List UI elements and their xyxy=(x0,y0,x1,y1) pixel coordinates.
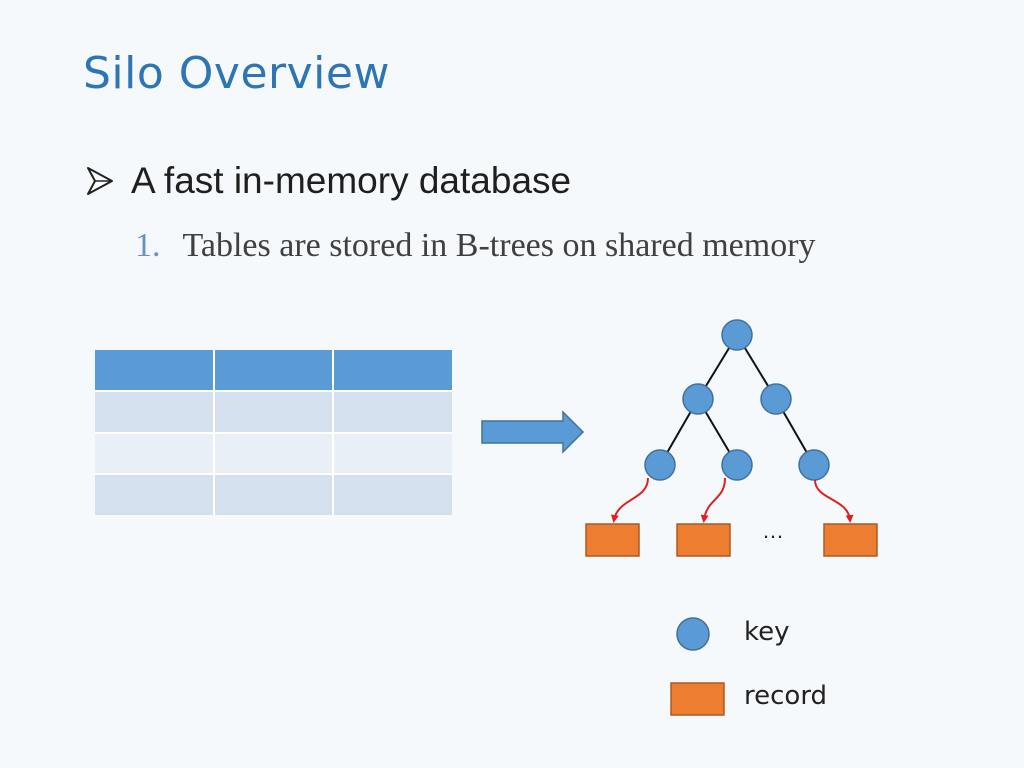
item-number: 1. xyxy=(135,227,161,264)
table-cell xyxy=(95,475,213,515)
key-node xyxy=(721,319,753,351)
ellipsis: … xyxy=(762,518,784,543)
key-node xyxy=(682,383,714,415)
table-cell xyxy=(95,391,213,432)
key-node xyxy=(644,449,676,481)
table-cell xyxy=(334,391,452,432)
right-arrow-icon xyxy=(481,410,585,454)
record-box xyxy=(676,523,731,557)
table-header-cell xyxy=(214,350,333,390)
record-pointer xyxy=(814,479,854,523)
record-box xyxy=(585,523,640,557)
table-cell xyxy=(334,433,452,474)
table-cell xyxy=(95,433,213,474)
bullet-text: A fast in-memory database xyxy=(131,160,572,201)
slide-title: Silo Overview xyxy=(83,48,390,99)
table-cell xyxy=(334,475,452,515)
table-cell xyxy=(214,433,333,474)
legend-record-label: record xyxy=(744,681,828,711)
record-pointer xyxy=(610,477,649,523)
arrow-bullet-icon xyxy=(87,167,113,195)
legend-record-swatch xyxy=(670,682,725,716)
numbered-item: 1. Tables are stored in B-trees on share… xyxy=(135,227,816,265)
key-node xyxy=(798,449,830,481)
key-node xyxy=(760,383,792,415)
bullet-item: A fast in-memory database xyxy=(83,160,571,202)
record-pointer xyxy=(700,477,726,523)
table-header-cell xyxy=(334,350,452,390)
table-cell xyxy=(214,391,333,432)
table-illustration xyxy=(95,350,452,515)
legend-key-label: key xyxy=(744,617,790,647)
item-text: Tables are stored in B-trees on shared m… xyxy=(182,227,816,264)
table-header-cell xyxy=(95,350,213,390)
key-node xyxy=(721,449,753,481)
table-cell xyxy=(214,475,333,515)
record-box xyxy=(823,523,878,557)
legend-key-swatch xyxy=(676,617,710,651)
